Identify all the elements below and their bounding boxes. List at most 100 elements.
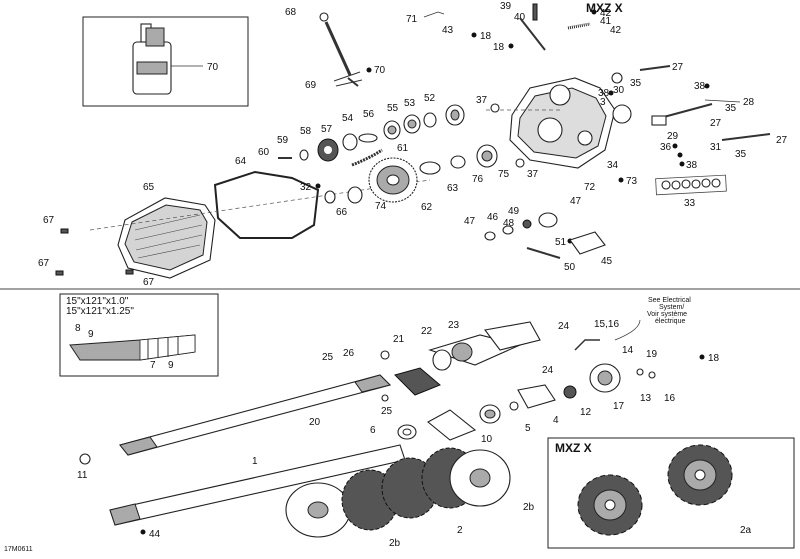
track-size-2: 15"x121"x1.25": [66, 306, 134, 317]
chaincase-gasket: [213, 170, 320, 239]
callout-47-a: 47: [464, 216, 476, 227]
callout-37-b: 37: [527, 169, 539, 180]
callout-69: 69: [305, 80, 317, 91]
callout-1: 1: [252, 456, 258, 467]
mxz-x-sprocket-inset: [547, 437, 795, 549]
callout-17: 17: [613, 401, 625, 412]
callout-76: 76: [472, 174, 484, 185]
callout-18-bottom: 18: [708, 353, 720, 364]
callout-48: 48: [503, 218, 515, 229]
callout-22: 22: [421, 326, 433, 337]
callout-38-c: 38: [686, 160, 698, 171]
callout-35-c: 35: [735, 149, 747, 160]
callout-62: 62: [421, 202, 433, 213]
callout-42-bottom: 42: [610, 25, 622, 36]
callout-67-c: 67: [143, 277, 155, 288]
callout-41: 41: [600, 16, 612, 27]
callout-31: 31: [710, 142, 722, 153]
callout-19: 19: [646, 349, 658, 360]
variant-label-bottom: MXZ X: [555, 441, 592, 455]
chaincase-housing: [486, 77, 616, 169]
callout-40: 40: [514, 12, 526, 23]
callout-12: 12: [580, 407, 592, 418]
callout-7: 7: [150, 360, 156, 371]
callout-35-a: 35: [630, 78, 642, 89]
callout-59: 59: [277, 135, 289, 146]
callout-20: 20: [309, 417, 321, 428]
callout-46: 46: [487, 212, 499, 223]
callout-9: 9: [88, 329, 94, 340]
callout-3: 3: [600, 97, 606, 108]
electrical-note-2: System/: [659, 304, 684, 311]
dipstick: [319, 12, 363, 87]
electrical-note-3: Voir système: [647, 311, 687, 318]
grease-drop-icon: [591, 9, 597, 15]
callout-25-b: 25: [381, 406, 393, 417]
callout-39: 39: [500, 1, 512, 12]
callout-11: 11: [77, 470, 88, 481]
callout-27-c: 27: [776, 135, 788, 146]
callout-2b-right: 2b: [523, 502, 535, 513]
track-inset: [59, 293, 219, 377]
drive-sprocket: [368, 157, 418, 203]
callout-45: 45: [601, 256, 613, 267]
callout-63: 63: [447, 183, 459, 194]
callout-50: 50: [564, 262, 576, 273]
callout-53: 53: [404, 98, 416, 109]
callout-9-b: 9: [168, 360, 174, 371]
callout-68: 68: [285, 7, 297, 18]
callout-4: 4: [553, 415, 559, 426]
callout-72: 72: [584, 182, 596, 193]
catalog-code: 17M0611: [4, 546, 33, 553]
callout-28: 28: [743, 97, 755, 108]
callout-36: 36: [660, 142, 672, 153]
callout-27-b: 27: [710, 118, 722, 129]
callout-70-drop: 70: [374, 65, 386, 76]
callout-51: 51: [555, 237, 567, 248]
chaincase-cover: [117, 197, 216, 279]
callout-21: 21: [393, 334, 405, 345]
callout-73: 73: [626, 176, 638, 187]
callout-35-b: 35: [725, 103, 737, 114]
callout-2b-left: 2b: [389, 538, 401, 549]
callout-10: 10: [481, 434, 493, 445]
callout-67-b: 67: [38, 258, 50, 269]
callout-67-a: 67: [43, 215, 55, 226]
callout-2: 2: [457, 525, 463, 536]
callout-55: 55: [387, 103, 399, 114]
callout-64: 64: [235, 156, 247, 167]
callout-70: 70: [207, 62, 219, 73]
callout-2a: 2a: [740, 525, 752, 536]
callout-52: 52: [424, 93, 436, 104]
callout-44: 44: [149, 529, 161, 540]
callout-32: 32: [300, 182, 312, 193]
electrical-note-1: See Electrical: [648, 297, 691, 304]
callout-26: 26: [343, 348, 355, 359]
callout-56: 56: [363, 109, 375, 120]
callout-23: 23: [448, 320, 460, 331]
callout-74: 74: [375, 201, 387, 212]
callout-30: 30: [613, 85, 625, 96]
callout-5: 5: [525, 423, 531, 434]
callout-54: 54: [342, 113, 354, 124]
callout-75: 75: [498, 169, 510, 180]
callout-38-a: 38: [694, 81, 706, 92]
callout-42-top: 42: [600, 8, 612, 19]
callout-34: 34: [607, 160, 619, 171]
callout-14: 14: [622, 345, 634, 356]
callout-61: 61: [397, 143, 409, 154]
callout-13: 13: [640, 393, 652, 404]
callout-8: 8: [75, 323, 81, 334]
callout-6: 6: [370, 425, 376, 436]
callout-37-a: 37: [476, 95, 488, 106]
callout-33: 33: [684, 198, 696, 209]
callout-16: 16: [664, 393, 676, 404]
callout-60: 60: [258, 147, 270, 158]
callout-47-b: 47: [570, 196, 582, 207]
washer-set: [655, 174, 727, 196]
callout-38-b: 38: [598, 88, 610, 99]
callout-15-16: 15,16: [594, 319, 619, 330]
callout-24-a: 24: [558, 321, 570, 332]
